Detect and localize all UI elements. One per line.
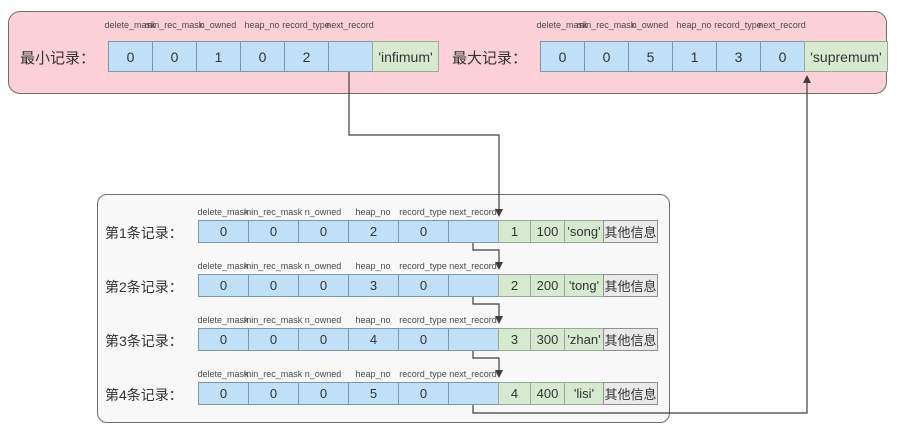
field-cell-n_owned: 0 — [298, 220, 349, 243]
field-header-heap_no: heap_no — [355, 369, 391, 379]
field-cell-n_owned: 1 — [196, 41, 241, 72]
field-cell-delete_mask: 0 — [198, 328, 249, 351]
data-record-label-3: 第3条记录： — [105, 333, 183, 349]
field-cell-n_owned: 5 — [628, 41, 673, 72]
field-header-record_type: record_type — [399, 369, 447, 379]
data-cell: 200 — [530, 274, 565, 297]
field-cell-record_type: 0 — [398, 220, 449, 243]
field-cell-n_owned: 0 — [298, 274, 349, 297]
data-cell: 400 — [530, 382, 565, 405]
field-header-delete_mask: delete_mask — [197, 207, 249, 217]
field-cell-n_owned: 0 — [298, 382, 349, 405]
field-header-record_type: record_type — [399, 261, 447, 271]
data-cell: 100 — [530, 220, 565, 243]
field-header-next_record: next_record — [449, 261, 497, 271]
field-header-n_owned: n_owned — [304, 207, 342, 217]
field-cell-record_type: 0 — [398, 328, 449, 351]
field-header-delete_mask: delete_mask — [536, 20, 588, 30]
field-cell-next_record: 0 — [760, 41, 805, 72]
field-header-min_rec_mask: min_rec_mask — [576, 20, 636, 30]
field-cell-heap_no: 3 — [348, 274, 399, 297]
top-record-label-max: 最大记录： — [452, 50, 528, 67]
field-header-delete_mask: delete_mask — [104, 20, 156, 30]
field-cell-record_type: 0 — [398, 382, 449, 405]
field-header-min_rec_mask: min_rec_mask — [243, 315, 303, 325]
field-cell-n_owned: 0 — [298, 328, 349, 351]
field-cell-record_type: 0 — [398, 274, 449, 297]
field-cell-min_rec_mask: 0 — [584, 41, 629, 72]
data-cell: 'lisi' — [564, 382, 604, 405]
field-header-delete_mask: delete_mask — [197, 261, 249, 271]
data-cell: 3 — [498, 328, 531, 351]
data-cell: 2 — [498, 274, 531, 297]
field-cell-min_rec_mask: 0 — [152, 41, 197, 72]
other-info-cell: 其他信息 — [603, 328, 658, 351]
field-header-heap_no: heap_no — [676, 20, 712, 30]
field-header-heap_no: heap_no — [355, 207, 391, 217]
field-header-next_record: next_record — [758, 20, 806, 30]
data-cell: 300 — [530, 328, 565, 351]
field-header-n_owned: n_owned — [304, 369, 342, 379]
field-cell-next_record — [448, 382, 499, 405]
field-header-n_owned: n_owned — [304, 315, 342, 325]
field-cell-record_type: 2 — [284, 41, 329, 72]
top-record-label-min: 最小记录： — [20, 50, 96, 67]
field-cell-delete_mask: 0 — [198, 220, 249, 243]
other-info-cell: 其他信息 — [603, 220, 658, 243]
data-cell: 'zhan' — [564, 328, 604, 351]
field-cell-delete_mask: 0 — [108, 41, 153, 72]
field-header-heap_no: heap_no — [355, 261, 391, 271]
field-cell-next_record — [448, 328, 499, 351]
field-cell-heap_no: 5 — [348, 382, 399, 405]
data-cell: 1 — [498, 220, 531, 243]
field-cell-next_record — [448, 220, 499, 243]
field-header-min_rec_mask: min_rec_mask — [243, 369, 303, 379]
field-cell-min_rec_mask: 0 — [248, 220, 299, 243]
field-cell-min_rec_mask: 0 — [248, 328, 299, 351]
field-header-min_rec_mask: min_rec_mask — [144, 20, 204, 30]
field-header-min_rec_mask: min_rec_mask — [243, 261, 303, 271]
field-header-record_type: record_type — [399, 207, 447, 217]
field-cell-next_record — [448, 274, 499, 297]
data-cell: 'song' — [564, 220, 604, 243]
field-header-n_owned: n_owned — [304, 261, 342, 271]
field-header-record_type: record_type — [282, 20, 330, 30]
field-cell-heap_no: 1 — [672, 41, 717, 72]
field-cell-heap_no: 4 — [348, 328, 399, 351]
field-cell-next_record — [328, 41, 373, 72]
field-header-n_owned: n_owned — [631, 20, 669, 30]
field-header-next_record: next_record — [449, 369, 497, 379]
field-header-delete_mask: delete_mask — [197, 369, 249, 379]
other-info-cell: 其他信息 — [603, 274, 658, 297]
field-cell-heap_no: 0 — [240, 41, 285, 72]
data-record-label-4: 第4条记录： — [105, 387, 183, 403]
field-cell-min_rec_mask: 0 — [248, 382, 299, 405]
field-header-record_type: record_type — [714, 20, 762, 30]
field-header-delete_mask: delete_mask — [197, 315, 249, 325]
data-record-label-2: 第2条记录： — [105, 279, 183, 295]
data-cell: 'tong' — [564, 274, 604, 297]
field-cell-heap_no: 2 — [348, 220, 399, 243]
field-cell-delete_mask: 0 — [540, 41, 585, 72]
data-record-label-1: 第1条记录： — [105, 225, 183, 241]
value-cell: 'supremum' — [804, 41, 888, 72]
field-header-next_record: next_record — [449, 315, 497, 325]
field-cell-min_rec_mask: 0 — [248, 274, 299, 297]
field-cell-delete_mask: 0 — [198, 382, 249, 405]
other-info-cell: 其他信息 — [603, 382, 658, 405]
field-cell-record_type: 3 — [716, 41, 761, 72]
field-header-next_record: next_record — [326, 20, 374, 30]
field-header-min_rec_mask: min_rec_mask — [243, 207, 303, 217]
field-header-heap_no: heap_no — [355, 315, 391, 325]
field-cell-delete_mask: 0 — [198, 274, 249, 297]
data-cell: 4 — [498, 382, 531, 405]
field-header-next_record: next_record — [449, 207, 497, 217]
field-header-record_type: record_type — [399, 315, 447, 325]
field-header-heap_no: heap_no — [244, 20, 280, 30]
value-cell: 'infimum' — [372, 41, 439, 72]
field-header-n_owned: n_owned — [199, 20, 237, 30]
